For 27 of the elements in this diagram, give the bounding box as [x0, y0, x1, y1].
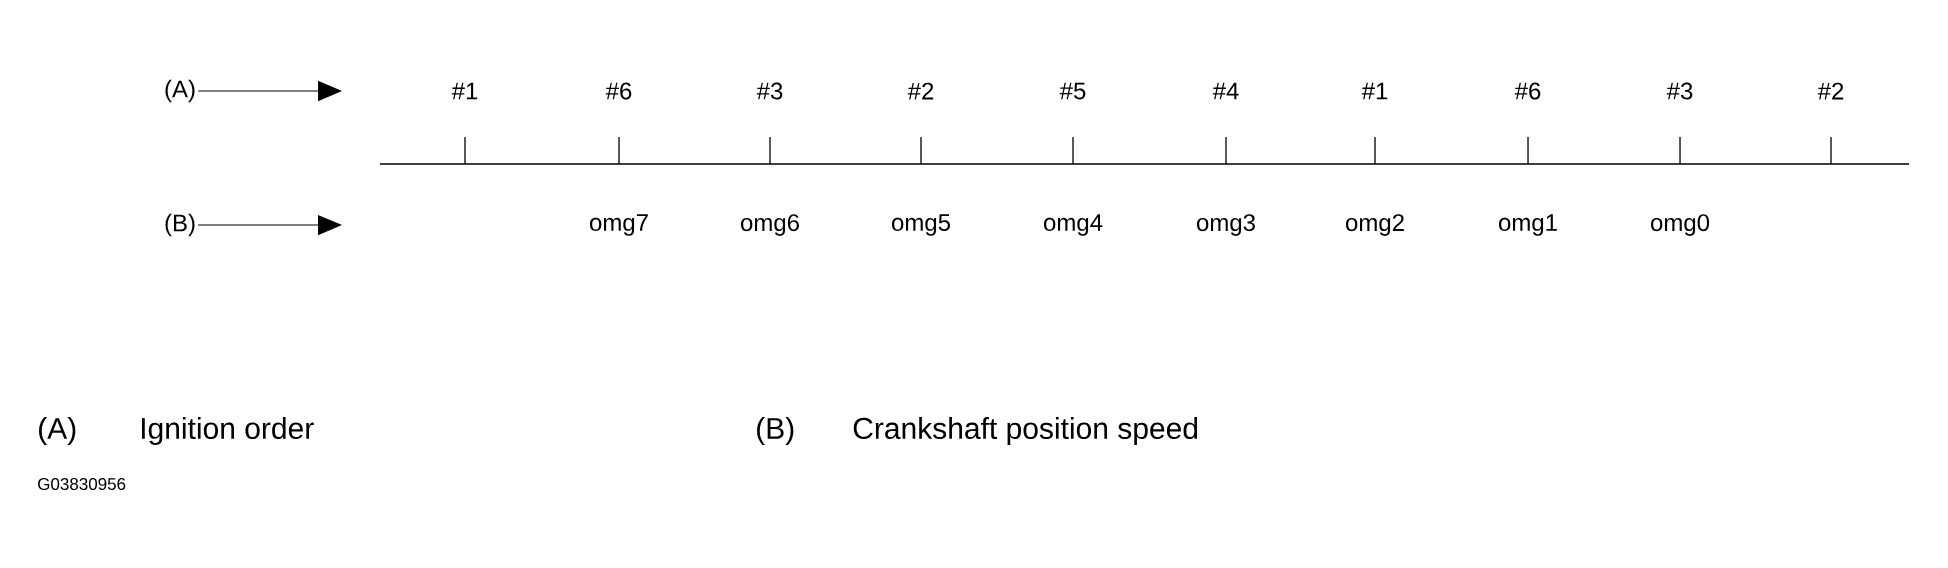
speed-label: omg4 [1044, 214, 1103, 236]
arrow [197, 215, 342, 235]
row-marker: (A) [165, 79, 195, 103]
firing-order-label: #5 [1059, 82, 1086, 100]
speed-label: omg6 [741, 214, 799, 236]
firing-order-label: #2 [907, 82, 934, 100]
figure-code: G03830956 [38, 478, 126, 491]
firing-order-label: #1 [1361, 82, 1388, 100]
speed-label: omg7 [590, 214, 648, 236]
key-text: Crankshaft position speed [853, 417, 1198, 445]
speed-label: omg3 [1197, 214, 1255, 236]
key-letter: (A) [39, 417, 76, 445]
firing-order-label: #6 [1514, 82, 1541, 100]
speed-label: omg0 [1651, 214, 1710, 236]
speed-label: omg2 [1346, 214, 1404, 236]
arrow [197, 81, 342, 101]
firing-order-label: #3 [756, 82, 783, 100]
key-letter: (B) [757, 417, 794, 445]
firing-order-label: #1 [451, 82, 478, 100]
firing-order-label: #4 [1212, 82, 1239, 100]
key-text: Ignition order [142, 417, 314, 445]
firing-order-label: #3 [1666, 82, 1693, 100]
firing-order-label: #2 [1817, 82, 1844, 100]
speed-label: omg5 [892, 214, 950, 236]
row-marker: (B) [165, 213, 195, 237]
speed-label: omg1 [1499, 214, 1557, 236]
firing-order-label: #6 [605, 82, 632, 100]
